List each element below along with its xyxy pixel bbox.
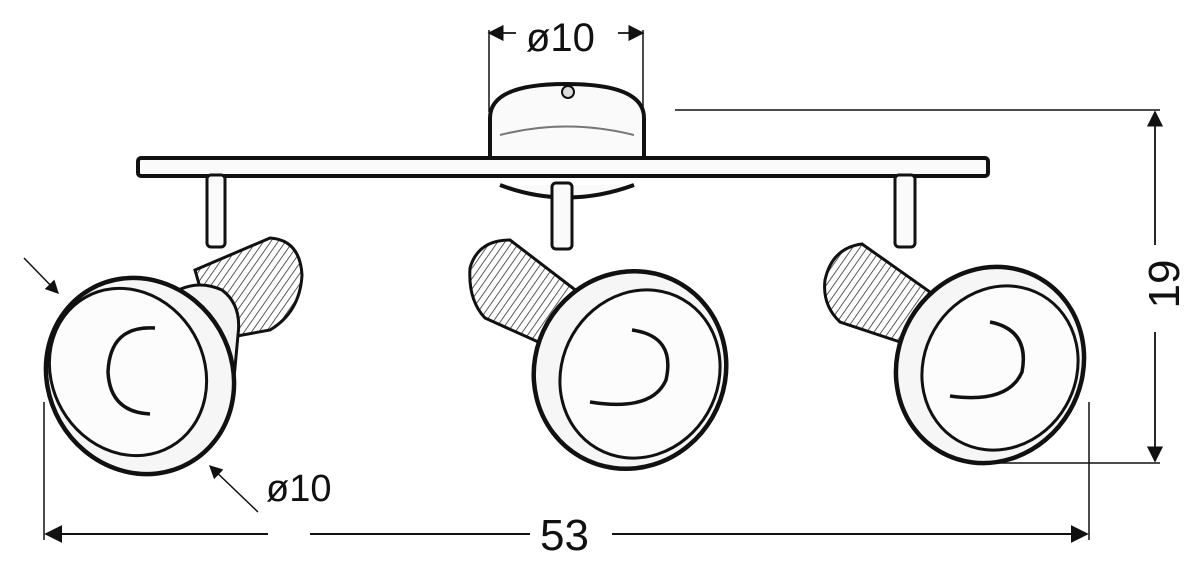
mounting-bar (136, 156, 990, 178)
shade-diameter-label: ø10 (266, 468, 332, 510)
dimension-overall-height (675, 109, 1164, 464)
dimension-overall-width (43, 402, 1090, 543)
canopy-screw-icon (561, 85, 575, 99)
spotlight-center (468, 181, 729, 472)
ceiling-canopy (488, 81, 646, 200)
dimension-shade-diameter (23, 257, 259, 513)
spotlight-right (823, 173, 1087, 466)
canopy-diameter-label: ø10 (526, 16, 595, 60)
dimension-canopy-diameter (487, 24, 645, 112)
spotlight-left (43, 173, 304, 477)
overall-height-label: 19 (1140, 259, 1189, 309)
overall-width-label: 53 (540, 511, 589, 560)
